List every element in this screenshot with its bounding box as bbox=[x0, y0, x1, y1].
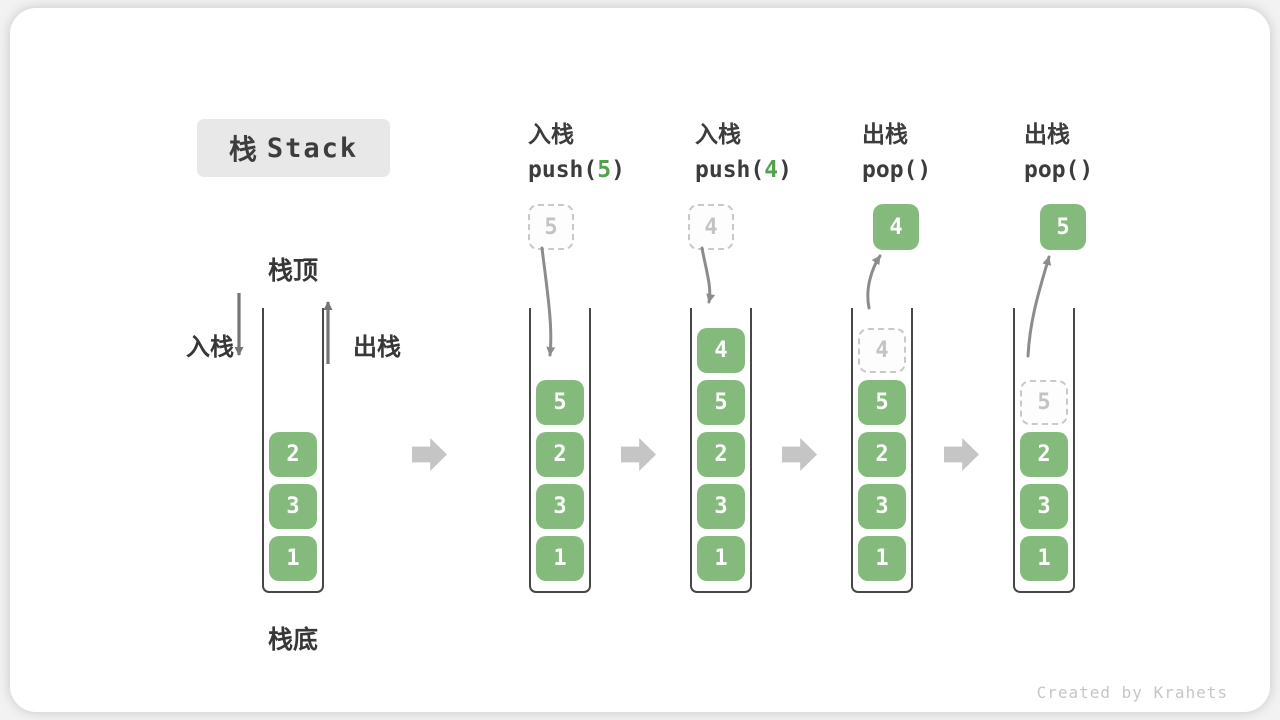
stack-bottom-label: 栈底 bbox=[267, 626, 318, 654]
stack-cell: 1 bbox=[697, 536, 745, 581]
stack-cell-ghost: 4 bbox=[858, 328, 906, 373]
stack-container-2: 5 2 3 1 bbox=[529, 308, 591, 593]
op-label-pop-5: 出栈 pop() bbox=[1024, 115, 1093, 183]
stack-top-label: 栈顶 bbox=[267, 257, 318, 285]
stack-cell-ghost: 5 bbox=[1020, 380, 1068, 425]
code-after: ) bbox=[917, 157, 932, 183]
op-label-pop-4: 出栈 pop() bbox=[862, 115, 931, 183]
code-before: pop( bbox=[1024, 157, 1080, 183]
stack-cell: 3 bbox=[697, 484, 745, 529]
code-arg: 5 bbox=[597, 157, 612, 183]
title-badge: 栈 Stack bbox=[197, 119, 390, 177]
op-label-push-4: 入栈 push(4) bbox=[695, 115, 792, 183]
op-label-push-5: 入栈 push(5) bbox=[528, 115, 625, 183]
pop-direction-label: 出栈 bbox=[353, 334, 401, 361]
op-name: 入栈 bbox=[695, 121, 741, 147]
stack-cell: 4 bbox=[697, 328, 745, 373]
stack-container-3: 4 5 2 3 1 bbox=[690, 308, 752, 593]
stack-cell: 1 bbox=[269, 536, 317, 581]
push-direction-label: 入栈 bbox=[186, 334, 234, 361]
op-name: 出栈 bbox=[1024, 121, 1070, 147]
title-zh: 栈 bbox=[228, 134, 257, 165]
stack-cell: 1 bbox=[536, 536, 584, 581]
code-before: push( bbox=[528, 157, 598, 183]
stack-cell: 1 bbox=[858, 536, 906, 581]
op-code: push(4) bbox=[695, 157, 792, 183]
code-before: pop( bbox=[862, 157, 918, 183]
stack-cell: 3 bbox=[858, 484, 906, 529]
code-after: ) bbox=[1079, 157, 1094, 183]
stack-cell: 2 bbox=[269, 432, 317, 477]
stack-container-1: 2 3 1 bbox=[262, 308, 324, 593]
diagram-card: 栈 Stack 栈顶 栈底 入栈 出栈 入栈 push(5) 入栈 push(4… bbox=[10, 8, 1270, 712]
popped-value-box-4: 4 bbox=[873, 204, 919, 250]
step-arrow-icon bbox=[782, 438, 817, 471]
stack-container-4: 4 5 2 3 1 bbox=[851, 308, 913, 593]
code-after: ) bbox=[778, 157, 792, 183]
op-code: pop() bbox=[1024, 157, 1093, 183]
step-arrow-icon bbox=[412, 438, 447, 471]
step-arrow-icon bbox=[621, 438, 656, 471]
stack-cell: 2 bbox=[1020, 432, 1068, 477]
title-en: Stack bbox=[266, 132, 359, 164]
op-name: 出栈 bbox=[862, 121, 908, 147]
op-code: push(5) bbox=[528, 157, 625, 183]
stack-cell: 2 bbox=[536, 432, 584, 477]
incoming-value-box-4: 4 bbox=[688, 204, 734, 250]
stack-cell: 3 bbox=[1020, 484, 1068, 529]
stack-cell: 3 bbox=[536, 484, 584, 529]
code-arg: 4 bbox=[764, 157, 779, 183]
stack-container-5: 5 2 3 1 bbox=[1013, 308, 1075, 593]
stack-cell: 5 bbox=[697, 380, 745, 425]
op-code: pop() bbox=[862, 157, 931, 183]
code-before: push( bbox=[695, 157, 765, 183]
stack-cell: 2 bbox=[697, 432, 745, 477]
code-after: ) bbox=[611, 157, 625, 183]
op-name: 入栈 bbox=[528, 121, 574, 147]
incoming-value-box-5: 5 bbox=[528, 204, 574, 250]
step-arrow-icon bbox=[944, 438, 979, 471]
stack-cell: 2 bbox=[858, 432, 906, 477]
stack-cell: 1 bbox=[1020, 536, 1068, 581]
stack-cell: 5 bbox=[536, 380, 584, 425]
watermark-credit: Created by Krahets bbox=[1036, 683, 1228, 702]
popped-value-box-5: 5 bbox=[1040, 204, 1086, 250]
stack-cell: 5 bbox=[858, 380, 906, 425]
stack-cell: 3 bbox=[269, 484, 317, 529]
